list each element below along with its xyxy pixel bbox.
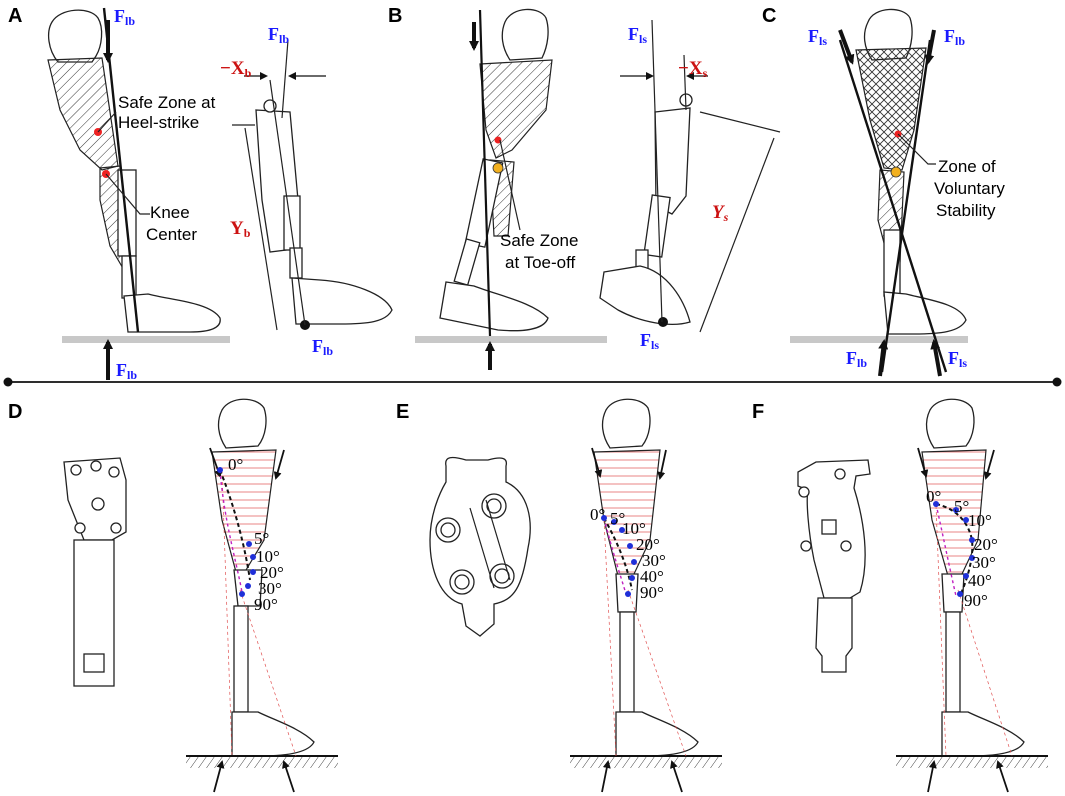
load-line-secondary-a (269, 79, 306, 326)
zone-label-c-3: Stability (936, 201, 996, 220)
angle-label-f-6: 90° (964, 591, 988, 610)
panel-label-d: D (8, 401, 22, 423)
force-label-top-a: Flb (114, 6, 135, 28)
dim-y-label-b: Ys (712, 202, 729, 224)
angle-label-f-4: 30° (972, 553, 996, 572)
angle-label-d-3: 20° (260, 563, 284, 582)
knee-mechanism-e (429, 456, 531, 637)
force-label-bottom-a: Flb (116, 360, 137, 382)
knee-mechanism-d (63, 457, 127, 687)
angle-label-e-2: 10° (622, 519, 646, 538)
panel-f: F 0° 5° (752, 398, 1048, 793)
angle-label-d-4: 30° (258, 579, 282, 598)
prosthetic-leg-b (439, 8, 553, 332)
dim-line-y-b (699, 137, 775, 333)
knee-center-label-a-2: Center (146, 225, 197, 244)
leader-safe-zone-a (97, 111, 117, 133)
panel-label-e: E (396, 401, 409, 423)
safe-zone-label-a-2: Heel-strike (118, 113, 199, 132)
load-line-secondary-b (651, 19, 663, 323)
panel-label-a: A (8, 5, 22, 27)
force-label-secondary-top-b: Fls (628, 24, 647, 46)
vertical-ref-a (281, 39, 289, 119)
force-label-top-lb-c: Flb (944, 26, 965, 48)
prosthetic-leg-c (855, 8, 967, 335)
angle-label-e-1: 5° (610, 509, 625, 528)
knee-center-marker-c (890, 166, 902, 178)
trajectory-e (603, 517, 633, 591)
knee-center-label-a-1: Knee (150, 203, 190, 222)
leader-safe-zone-b (499, 139, 521, 231)
prosthetic-leg-f (921, 398, 1025, 757)
panel-e: E 0° (396, 398, 722, 793)
angle-label-f-5: 40° (968, 571, 992, 590)
angle-label-f-1: 5° (954, 497, 969, 516)
panel-divider (3, 377, 1062, 387)
trajectory-f (935, 503, 974, 597)
angle-label-e-3: 20° (636, 535, 660, 554)
dim-y-label-a: Yb (230, 218, 251, 240)
angle-label-e-6: 90° (640, 583, 664, 602)
angle-label-f-0: 0° (926, 487, 941, 506)
panel-b: B Safe Zone at Toe-off (388, 5, 781, 370)
load-line-b (478, 9, 492, 337)
knee-center-marker-b (492, 162, 504, 174)
safe-zone-label-b-2: at Toe-off (505, 253, 576, 272)
safe-zone-label-a-1: Safe Zone at (118, 93, 216, 112)
leader-zone-c (897, 133, 936, 165)
zone-label-c-1: Zone of (938, 157, 996, 176)
panel-label-b: B (388, 5, 402, 27)
panel-label-c: C (762, 5, 776, 27)
knee-schematic-b (599, 93, 693, 327)
leader-knee-center-a (105, 173, 150, 215)
angle-label-f-2: 10° (968, 511, 992, 530)
angle-label-d-2: 10° (256, 547, 280, 566)
angle-label-d-5: 90° (254, 595, 278, 614)
knee-mechanism-f (797, 459, 871, 673)
force-label-bottom-lb-c: Flb (846, 348, 867, 370)
panel-d: D 0° 5° (8, 398, 338, 793)
load-line-heel-strike-c (880, 39, 932, 373)
dim-line-y-a (244, 127, 278, 331)
angle-label-d-1: 5° (254, 529, 269, 548)
safe-zone-label-b-1: Safe Zone (500, 231, 578, 250)
ground-c (790, 336, 968, 343)
knee-schematic-a (255, 99, 393, 330)
ground-b (415, 336, 607, 343)
panel-a: A Flb Flb Safe Zone at Heel-strike Knee … (8, 5, 393, 382)
force-label-secondary-bottom-b: Fls (640, 330, 659, 352)
angle-label-e-0: 0° (590, 505, 605, 524)
trajectory-d (219, 469, 251, 581)
force-label-secondary-bottom-a: Flb (312, 336, 333, 358)
panel-c: C Fls Flb Flb Fls Zone of Voluntary Stab… (762, 5, 1005, 377)
angle-label-e-5: 40° (640, 567, 664, 586)
angle-label-d-0: 0° (228, 455, 243, 474)
safe-zone-marker-b (494, 136, 502, 144)
panel-label-f: F (752, 401, 764, 423)
force-label-top-ls-c: Fls (808, 26, 827, 48)
ground-a (62, 336, 230, 343)
prosthetic-leg-e (593, 398, 699, 757)
vertical-ref-b (683, 54, 687, 111)
force-label-secondary-top-a: Flb (268, 24, 289, 46)
force-label-bottom-ls-c: Fls (948, 348, 967, 370)
zone-label-c-2: Voluntary (934, 179, 1005, 198)
dim-x-label-b: −Xs (678, 58, 708, 80)
angle-label-e-4: 30° (642, 551, 666, 570)
load-line-toe-off-c (838, 39, 948, 373)
angle-label-f-3: 20° (974, 535, 998, 554)
prosthetic-leg-d (211, 398, 315, 757)
dim-x-label-a: −Xb (220, 58, 252, 80)
